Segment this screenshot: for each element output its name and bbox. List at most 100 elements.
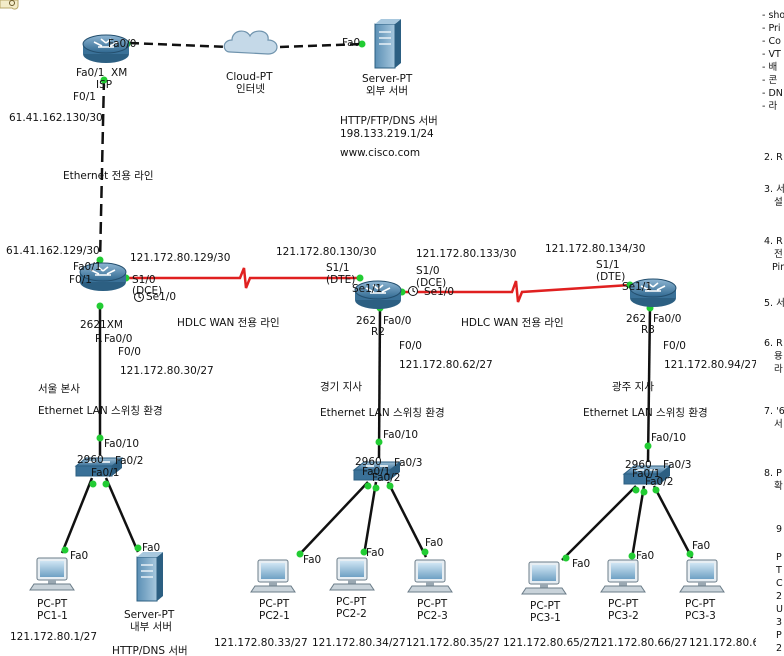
clock-icon — [408, 286, 418, 296]
pc-icon — [521, 561, 567, 595]
port-label: S1/0 — [416, 265, 440, 277]
device-name: PC2-1 — [259, 610, 290, 622]
note-line: 2 — [776, 591, 782, 602]
port-label: F0/1 — [73, 91, 96, 103]
device-model: PC-PT — [685, 598, 716, 610]
device-model: Server-PT — [362, 73, 413, 85]
device-name: XM — [111, 67, 127, 79]
port-label: S1/1 — [326, 262, 350, 274]
device-model: PC-PT — [417, 598, 448, 610]
port-label: Se1/1 — [352, 283, 382, 295]
site-label: 광주 지사 — [612, 381, 654, 393]
port-label: Fa0 — [70, 550, 88, 562]
port-label: Fa0/10 — [104, 438, 139, 450]
pc-pc1-1[interactable] — [29, 557, 75, 591]
note-line: 3. 서 — [764, 184, 784, 195]
port-label: Fa0/0 — [108, 38, 136, 50]
port-label: Se1/0 — [146, 291, 176, 303]
link-label: HDLC WAN 전용 라인 — [461, 317, 564, 329]
ip-label: 121.172.80.1/27 — [10, 631, 97, 643]
port-label: Se1/0 — [424, 286, 454, 298]
device-model: Server-PT — [124, 609, 175, 621]
port-label: Fa0/0 — [653, 313, 681, 325]
pc-pc3-2[interactable] — [600, 559, 646, 593]
port-label: Fa0/2 — [372, 472, 400, 484]
note-line: T — [775, 565, 782, 576]
site-label: 경기 지사 — [320, 380, 362, 393]
link-label: HDLC WAN 전용 라인 — [177, 317, 280, 329]
pc-icon — [29, 557, 75, 591]
ip-label: 121.172.80.130/30 — [276, 246, 376, 258]
link-sw3-pc3-1 — [561, 485, 637, 561]
pc-pc3-3[interactable] — [679, 559, 725, 593]
internet-cloud[interactable] — [223, 30, 278, 55]
port-label: Fa0/2 — [115, 455, 143, 467]
device-model: 2960 — [355, 456, 382, 468]
ip-label: 121.172.80.30/27 — [120, 365, 214, 377]
device-model: PC-PT — [37, 598, 68, 610]
port-label: Fa0 — [142, 542, 160, 554]
server-icon — [374, 18, 402, 69]
ip-label: 121.172.80.133/30 — [416, 248, 516, 260]
port-label: Fa0/3 — [663, 459, 691, 471]
note-line: 6. R — [764, 338, 783, 349]
note-line: - 배 — [762, 62, 777, 73]
port-label: Fa0 — [303, 554, 321, 566]
port-label: Fa0 — [342, 37, 360, 49]
port-label: (DTE) — [326, 274, 355, 286]
device-model: 2960 — [625, 459, 652, 471]
device-model: ISP — [96, 79, 112, 91]
device-model: 262 — [356, 315, 376, 327]
note-line: 서 — [774, 419, 783, 430]
lan-label: Ethernet LAN 스위칭 환경 — [320, 406, 445, 419]
note-line: - VT — [762, 49, 781, 60]
note-line: 8. P — [764, 468, 782, 479]
port-label: Fa0/0 — [104, 333, 132, 345]
device-model: PC-PT — [608, 598, 639, 610]
note-line: 4. R — [764, 236, 783, 247]
lan-label: Ethernet LAN 스위칭 환경 — [38, 404, 163, 417]
note-line: - 콘 — [762, 75, 777, 86]
device-model: PC-PT — [530, 600, 561, 612]
port-label: Fa0/1 — [76, 67, 104, 79]
server-services: HTTP/FTP/DNS 서버 — [340, 115, 438, 127]
port-label: Fa0/1 — [632, 468, 660, 480]
note-line: 2. R — [764, 152, 783, 163]
pc-icon — [407, 559, 453, 593]
link-r2-sw2 — [377, 307, 382, 459]
port-label: Fa0/1 — [362, 466, 390, 478]
lan-label: Ethernet LAN 스위칭 환경 — [583, 406, 708, 419]
note-line: 3 — [776, 617, 782, 628]
port-label: S1/0 — [132, 274, 156, 286]
ip-label: 121.172.80.65/27 — [503, 637, 597, 649]
device-model: Cloud-PT — [226, 71, 273, 83]
link-label: Ethernet 전용 라인 — [63, 170, 154, 182]
ip-label: 61.41.162.129/30 — [6, 245, 100, 257]
port-label: Fa0/3 — [394, 457, 422, 469]
link-isp-cloud — [129, 41, 229, 49]
cloud-icon — [223, 30, 278, 55]
ip-label: 121.172.80.94/27 — [664, 359, 758, 371]
note-line: 5. 서 — [764, 298, 784, 309]
device-model: 262 — [626, 313, 646, 325]
port-label: (DCE) — [132, 285, 162, 297]
clock-icon — [134, 292, 144, 302]
note-icon[interactable] — [0, 0, 19, 10]
note-line: - Co — [762, 36, 781, 47]
pc-pc3-1[interactable] — [521, 561, 567, 595]
device-model: PC-PT — [336, 596, 367, 608]
note-line: - Pri — [762, 23, 781, 34]
device-name: R3 — [641, 324, 655, 336]
server-icon — [136, 551, 164, 602]
external-server[interactable] — [374, 18, 402, 69]
port-label: Fa0 — [572, 558, 590, 570]
device-name: 외부 서버 — [366, 85, 408, 97]
device-name: 인터넷 — [236, 83, 265, 95]
port-label: Fa0 — [692, 540, 710, 552]
internal-server[interactable] — [136, 551, 164, 602]
pc-pc2-1[interactable] — [250, 559, 296, 593]
pc-pc2-3[interactable] — [407, 559, 453, 593]
pc-pc2-2[interactable] — [329, 557, 375, 591]
link-sw1-server — [104, 477, 140, 553]
device-name: PC3-1 — [530, 612, 561, 624]
